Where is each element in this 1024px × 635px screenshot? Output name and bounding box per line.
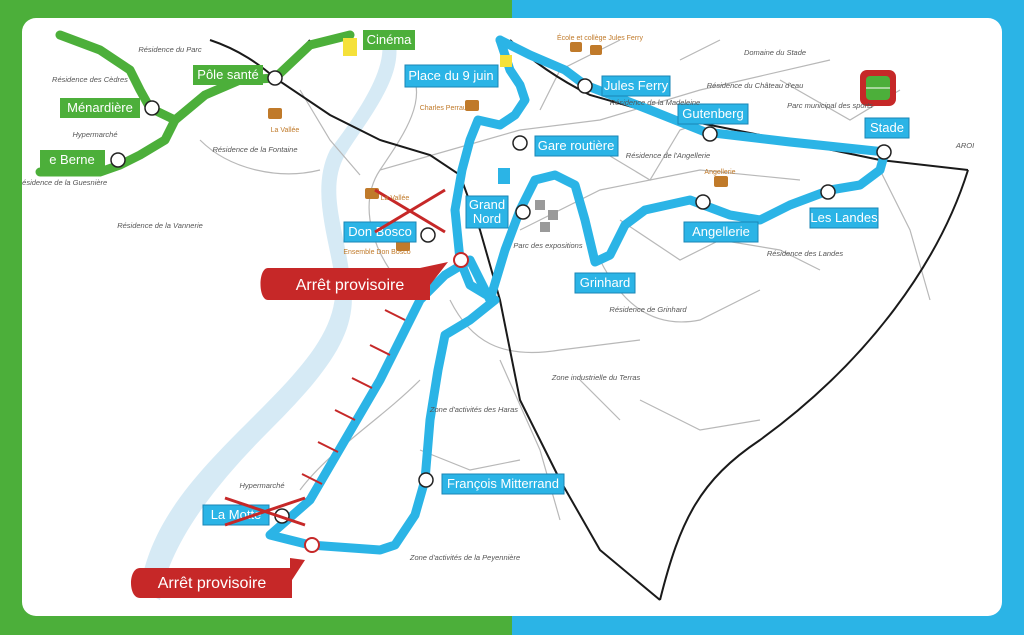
- svg-text:Gutenberg: Gutenberg: [682, 106, 743, 121]
- svg-text:Résidence de l'Angellerie: Résidence de l'Angellerie: [626, 151, 710, 160]
- svg-text:Arrêt provisoire: Arrêt provisoire: [158, 575, 267, 592]
- main-roads: [209, 39, 969, 601]
- svg-text:Parc municipal des sports: Parc municipal des sports: [787, 101, 873, 110]
- stop-la-motte: La Motte: [202, 496, 306, 527]
- svg-text:Résidence du Château d'eau: Résidence du Château d'eau: [707, 81, 804, 90]
- svg-text:La Vallée: La Vallée: [381, 195, 410, 202]
- svg-text:Parc des expositions: Parc des expositions: [513, 241, 582, 250]
- poi-icons: [268, 42, 728, 251]
- svg-text:e Berne: e Berne: [49, 152, 95, 167]
- svg-text:Charles Perrault: Charles Perrault: [420, 105, 471, 112]
- svg-text:Pôle santé: Pôle santé: [197, 67, 258, 82]
- svg-text:Hypermarché: Hypermarché: [239, 481, 284, 490]
- svg-text:Stade: Stade: [870, 120, 904, 135]
- stop-menardiere: Ménardière: [60, 98, 160, 118]
- svg-text:Résidence de la Guesnière: Résidence de la Guesnière: [22, 178, 107, 187]
- svg-text:Zone industrielle du Terras: Zone industrielle du Terras: [551, 373, 641, 382]
- svg-text:Ensemble Don Bosco: Ensemble Don Bosco: [343, 249, 410, 256]
- svg-text:Grinhard: Grinhard: [580, 275, 631, 290]
- svg-text:Résidence de la Madeleine: Résidence de la Madeleine: [610, 98, 700, 107]
- svg-text:Grand: Grand: [469, 197, 505, 212]
- stop-les-landes: Les Landes: [809, 184, 879, 229]
- svg-text:Hypermarché: Hypermarché: [72, 130, 117, 139]
- stop-grand-nord: Grand Nord: [465, 195, 531, 229]
- stop-cinema: Cinéma: [363, 30, 415, 50]
- svg-text:Domaine du Stade: Domaine du Stade: [744, 48, 806, 57]
- place-marker: [500, 55, 512, 67]
- svg-text:École et collège Jules Ferry: École et collège Jules Ferry: [557, 33, 643, 42]
- map-card: Pôle santé Ménardière e Berne Cinéma Pla…: [22, 18, 1002, 616]
- provisional-stop-top: Arrêt provisoire: [260, 252, 469, 300]
- stop-angellerie: Angellerie: [683, 194, 759, 243]
- cinema-marker: [343, 38, 357, 56]
- svg-text:AROI: AROI: [955, 141, 974, 150]
- briefcase-icon: [590, 45, 602, 55]
- stop-grinhard: Grinhard: [574, 272, 636, 294]
- svg-text:Arrêt provisoire: Arrêt provisoire: [296, 277, 405, 294]
- blue-route: [265, 35, 890, 555]
- stop-francois-mitterrand: François Mitterrand: [418, 472, 565, 495]
- route-map: Pôle santé Ménardière e Berne Cinéma Pla…: [22, 30, 974, 601]
- svg-text:Ménardière: Ménardière: [67, 100, 133, 115]
- briefcase-icon: [268, 108, 282, 119]
- poi-labels: La Vallée Charles Perrault École et coll…: [271, 33, 736, 256]
- street-network: [199, 39, 931, 521]
- svg-text:Résidence de la Vannerie: Résidence de la Vannerie: [117, 221, 203, 230]
- briefcase-icon: [396, 240, 410, 251]
- svg-text:Angellerie: Angellerie: [692, 224, 750, 239]
- stop-jules-ferry: Jules Ferry: [577, 75, 671, 97]
- svg-text:Résidence de la Fontaine: Résidence de la Fontaine: [212, 145, 297, 154]
- river: [140, 30, 397, 600]
- svg-text:Résidence des Landes: Résidence des Landes: [767, 249, 844, 258]
- svg-text:Résidence de Grinhard: Résidence de Grinhard: [609, 305, 687, 314]
- place-labels: Résidence du Parc Résidence des Cèdres H…: [22, 45, 974, 562]
- stop-stade: Stade: [864, 117, 910, 160]
- briefcase-icon: [465, 100, 479, 111]
- stop-gutenberg: Gutenberg: [677, 103, 749, 142]
- svg-text:Les Landes: Les Landes: [810, 210, 878, 225]
- svg-text:François Mitterrand: François Mitterrand: [447, 476, 559, 491]
- deviation-hatching: [301, 309, 406, 485]
- stop-place-9-juin: Place du 9 juin: [404, 64, 499, 88]
- svg-text:Résidence des Cèdres: Résidence des Cèdres: [52, 75, 128, 84]
- svg-text:Zone d'activités des Haras: Zone d'activités des Haras: [429, 405, 518, 414]
- svg-text:La Vallée: La Vallée: [271, 127, 300, 134]
- stop-berne: e Berne: [40, 150, 126, 170]
- svg-text:Angellerie: Angellerie: [704, 169, 735, 176]
- svg-text:Cinéma: Cinéma: [367, 32, 413, 47]
- svg-text:Résidence du Parc: Résidence du Parc: [138, 45, 202, 54]
- svg-text:Gare routière: Gare routière: [538, 138, 615, 153]
- svg-text:Zone d'activités de la Peyenni: Zone d'activités de la Peyennière: [409, 553, 520, 562]
- stop-gare-routiere: Gare routière: [512, 135, 619, 157]
- provisional-stop-bottom: Arrêt provisoire: [131, 537, 320, 598]
- expo-buildings: [498, 168, 558, 232]
- green-stops: Pôle santé Ménardière e Berne Cinéma: [40, 30, 415, 170]
- svg-text:Don Bosco: Don Bosco: [348, 224, 412, 239]
- briefcase-icon: [714, 176, 728, 187]
- svg-text:Nord: Nord: [473, 211, 501, 226]
- stop-pole-sante: Pôle santé: [193, 65, 283, 86]
- blue-stops: Place du 9 juin Jules Ferry Gutenberg St…: [202, 64, 910, 527]
- stop-don-bosco: Don Bosco: [343, 188, 446, 243]
- svg-text:Jules Ferry: Jules Ferry: [604, 78, 669, 93]
- briefcase-icon: [570, 42, 582, 52]
- svg-text:Place du 9 juin: Place du 9 juin: [408, 68, 493, 83]
- stadium-icon: [860, 70, 896, 106]
